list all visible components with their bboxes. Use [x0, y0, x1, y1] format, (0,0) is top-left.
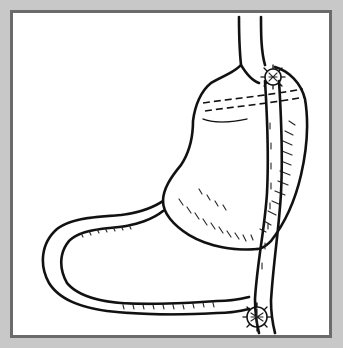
duodenal-loop: [43, 201, 249, 314]
stomach-bypass-diagram: [13, 13, 329, 335]
stomach: [163, 65, 307, 249]
illustration-panel: [10, 10, 332, 338]
upper-anastomosis: [261, 65, 285, 89]
lower-anastomosis: [243, 303, 271, 331]
roux-limb: [255, 81, 282, 333]
esophagus: [239, 17, 265, 65]
